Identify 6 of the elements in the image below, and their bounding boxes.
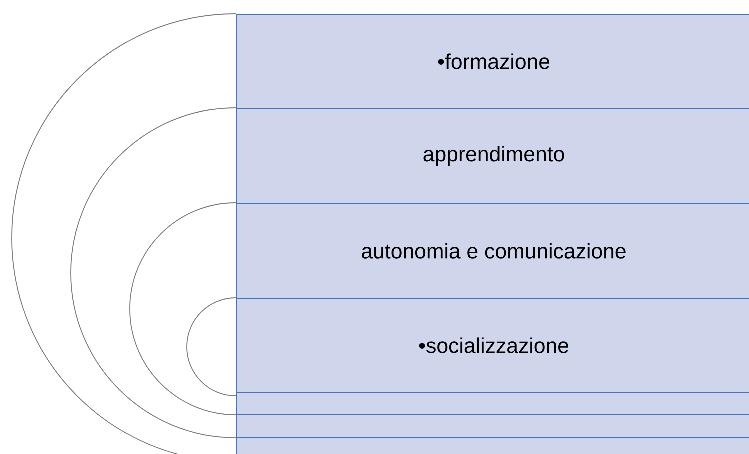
text-band: •formazione xyxy=(236,14,749,110)
empty-band xyxy=(236,437,749,454)
text-band: apprendimento xyxy=(236,108,749,204)
empty-band xyxy=(236,414,749,438)
text-band: autonomia e comunicazione xyxy=(236,203,749,300)
empty-band xyxy=(236,392,749,416)
